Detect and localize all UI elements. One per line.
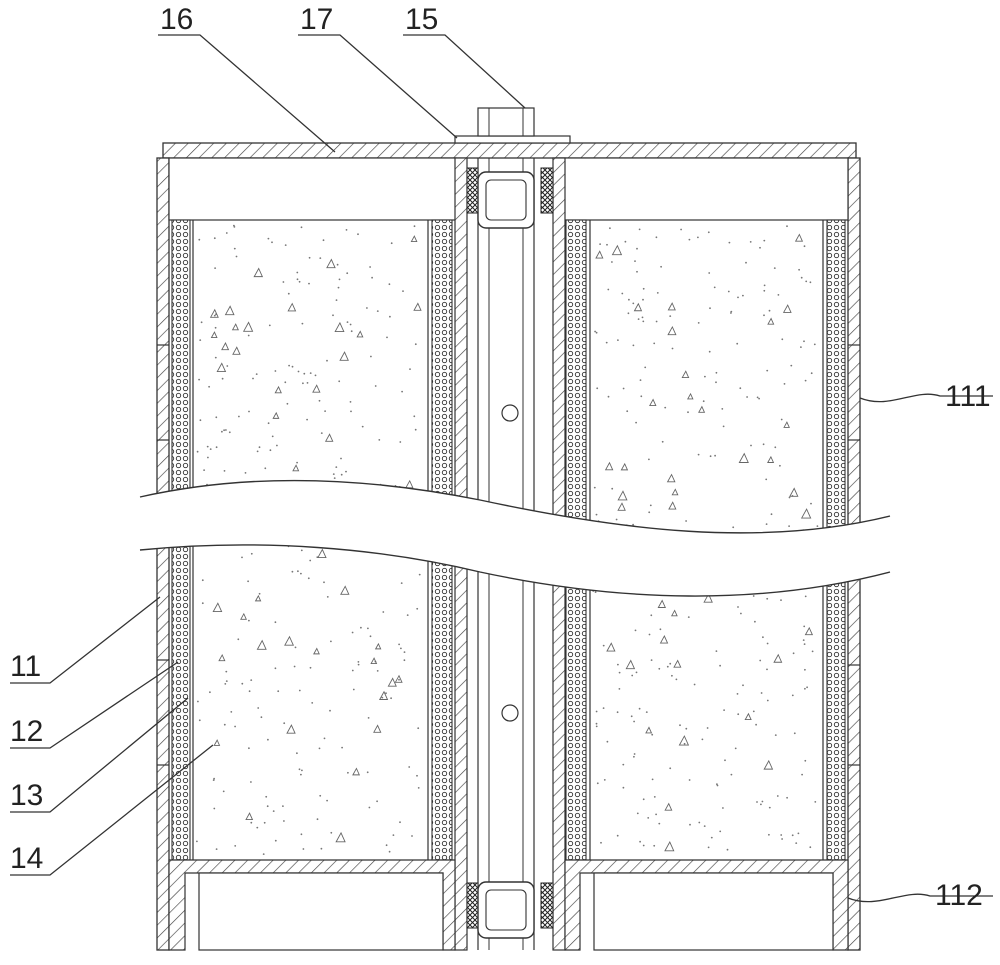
wall-joints	[157, 344, 860, 766]
top-cover-plate	[162, 142, 857, 159]
bottom-seal-left	[466, 882, 479, 929]
bottom-base-right	[564, 859, 849, 951]
label-112: 112	[935, 879, 983, 912]
label-14: 14	[10, 842, 43, 875]
flange-plate	[454, 135, 571, 144]
bottom-seal-right	[540, 882, 554, 929]
left-outer-wall	[156, 157, 170, 951]
top-square-tube-inner	[485, 179, 527, 221]
break-line-upper	[139, 479, 891, 534]
label-13: 13	[10, 779, 43, 812]
bottom-base-left	[168, 859, 456, 951]
label-16: 16	[160, 3, 193, 36]
shaft-top	[477, 107, 535, 137]
label-12: 12	[10, 715, 43, 748]
break-band	[140, 480, 890, 597]
top-seal-left	[466, 167, 479, 214]
bottom-square-tube-inner	[485, 889, 527, 931]
top-chamber-right	[555, 157, 849, 221]
top-seal-right	[540, 167, 554, 214]
shaft-hole-lower	[501, 704, 519, 722]
label-15: 15	[405, 3, 438, 36]
label-17: 17	[300, 3, 333, 36]
top-chamber-left	[168, 157, 457, 221]
leader-lines	[10, 34, 993, 903]
shaft-hole-upper	[501, 404, 519, 422]
label-11: 11	[10, 650, 41, 683]
label-111: 111	[945, 380, 991, 413]
break-line-lower	[139, 544, 891, 597]
